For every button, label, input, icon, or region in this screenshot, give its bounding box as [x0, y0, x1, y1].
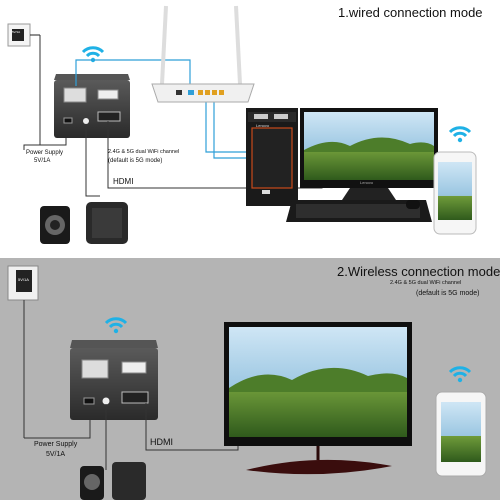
wall-outlet-wired [7, 23, 40, 47]
wired-mode-title: 1.wired connection mode [338, 5, 483, 20]
speakers-wireless [80, 462, 146, 500]
wall-outlet-wireless [7, 265, 39, 438]
wifi-phone-icon [448, 126, 472, 144]
monitor-brand-label: Lenovo [360, 180, 374, 185]
router [151, 5, 255, 103]
network-cable-router-pc [205, 92, 250, 153]
wired-power-supply-label: Power Supply [26, 150, 64, 156]
wired-plug-text: 5V/1A [12, 30, 21, 34]
monitor-wireless [224, 322, 412, 475]
wireless-wifi-channel-label: 2.4G & 5G dual WiFi channel [390, 280, 462, 286]
wired-wifi-default-label: (default is 5G mode) [108, 158, 163, 164]
phone-wireless [435, 391, 487, 477]
wireless-hdmi-label: HDMI [150, 437, 173, 447]
phone-wired [433, 151, 477, 235]
wired-hdmi-label: HDMI [113, 177, 134, 186]
tv-box-wired [54, 74, 130, 138]
network-cable-router-pc-2 [213, 100, 250, 159]
wireless-wifi-default-label: (default is 5G mode) [416, 290, 480, 297]
wireless-power-supply-label: Power Supply [34, 441, 78, 448]
keyboard [286, 200, 432, 222]
wireless-power-rating-label: 5V/1A [46, 451, 66, 458]
tv-box-wireless [70, 340, 158, 420]
wireless-plug-text: 5V/1A [18, 277, 29, 282]
power-cable-wired [23, 35, 41, 150]
pc-brand-label: Lenovo [256, 123, 270, 128]
wireless-mode-title: 2.Wireless connection mode [337, 264, 500, 279]
audio-cable-wired [85, 124, 100, 197]
wired-wifi-channel-label: 2.4G & 5G dual WiFi channel [108, 149, 180, 155]
network-cable-box-router [75, 59, 191, 92]
pc-tower [246, 108, 298, 206]
mouse [406, 200, 420, 209]
wired-power-rating-label: 5V/1A [34, 158, 51, 164]
speakers-wired [40, 202, 128, 244]
monitor-wired [300, 108, 438, 200]
